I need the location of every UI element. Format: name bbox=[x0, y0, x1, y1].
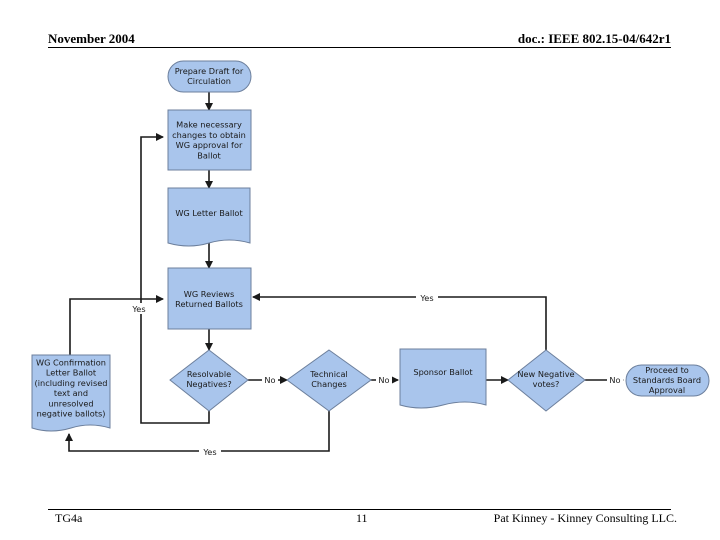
node-sponsor-ballot bbox=[399, 348, 487, 409]
label-wg-confirmation-ballot-line: (including revised bbox=[35, 378, 108, 388]
label-new-negative-votes-line: New Negative bbox=[517, 369, 574, 379]
label-prepare-draft-line: Prepare Draft for bbox=[175, 66, 244, 76]
label-prepare-draft-line: Circulation bbox=[187, 76, 231, 86]
label-wg-reviews-line: Returned Ballots bbox=[175, 299, 243, 309]
label-sponsor-ballot-line: Sponsor Ballot bbox=[413, 367, 473, 377]
edge-10-4 bbox=[69, 295, 164, 355]
edge-label-no-1: No bbox=[264, 375, 275, 385]
edge-label-yes-left: Yes bbox=[131, 304, 145, 314]
label-make-changes-line: Ballot bbox=[197, 150, 221, 160]
label-make-changes-line: changes to obtain bbox=[172, 130, 246, 140]
label-new-negative-votes-line: votes? bbox=[533, 379, 560, 389]
header-rule bbox=[48, 47, 671, 48]
label-wg-confirmation-ballot-line: Letter Ballot bbox=[46, 368, 97, 378]
header-doc-id: doc.: IEEE 802.15-04/642r1 bbox=[517, 31, 671, 46]
footer-rule bbox=[48, 509, 671, 510]
shapes bbox=[31, 60, 710, 432]
label-wg-letter-ballot-line: WG Letter Ballot bbox=[175, 208, 243, 218]
node-make-changes bbox=[167, 109, 252, 171]
node-wg-reviews bbox=[167, 267, 252, 330]
edge-label-no-2: No bbox=[378, 375, 389, 385]
edge-label-yes-bottom: Yes bbox=[202, 447, 216, 457]
label-proceed-standards-board-line: Proceed to bbox=[645, 365, 689, 375]
label-wg-letter-ballot: WG Letter Ballot bbox=[175, 208, 243, 218]
edge-labels: Yes Yes Yes No No No bbox=[128, 292, 623, 457]
footer-author: Pat Kinney - Kinney Consulting LLC. bbox=[493, 511, 677, 525]
node-prepare-draft bbox=[167, 60, 252, 93]
node-technical-changes bbox=[286, 349, 372, 412]
node-proceed-standards-board bbox=[625, 364, 710, 397]
label-make-changes-line: WG approval for bbox=[176, 140, 243, 150]
header-date: November 2004 bbox=[48, 31, 135, 46]
edge-8-yes-4 bbox=[252, 293, 547, 350]
edge-5-yes-2 bbox=[140, 133, 210, 424]
footer-group: TG4a bbox=[55, 511, 83, 525]
node-resolvable-negatives bbox=[169, 349, 249, 412]
label-resolvable-negatives-line: Resolvable bbox=[187, 369, 231, 379]
label-wg-confirmation-ballot-line: text and bbox=[54, 388, 88, 398]
label-wg-confirmation-ballot-line: unresolved bbox=[48, 398, 93, 408]
label-technical-changes-line: Changes bbox=[311, 379, 347, 389]
node-wg-letter-ballot bbox=[167, 187, 251, 247]
label-resolvable-negatives-line: Negatives? bbox=[186, 379, 231, 389]
label-wg-reviews-line: WG Reviews bbox=[184, 289, 235, 299]
edge-label-yes-top: Yes bbox=[419, 293, 433, 303]
edge-label-no-3: No bbox=[609, 375, 620, 385]
label-proceed-standards-board-line: Standards Board bbox=[633, 375, 701, 385]
label-make-changes-line: Make necessary bbox=[176, 120, 242, 130]
node-new-negative-votes bbox=[507, 349, 586, 412]
label-proceed-standards-board-line: Approval bbox=[649, 385, 685, 395]
label-wg-confirmation-ballot-line: WG Confirmation bbox=[36, 358, 106, 368]
label-technical-changes-line: Technical bbox=[309, 369, 348, 379]
footer-page-number: 11 bbox=[356, 511, 368, 525]
label-sponsor-ballot: Sponsor Ballot bbox=[413, 367, 473, 377]
label-wg-confirmation-ballot-line: negative ballots) bbox=[37, 409, 106, 419]
node-wg-confirmation-ballot bbox=[31, 354, 111, 432]
